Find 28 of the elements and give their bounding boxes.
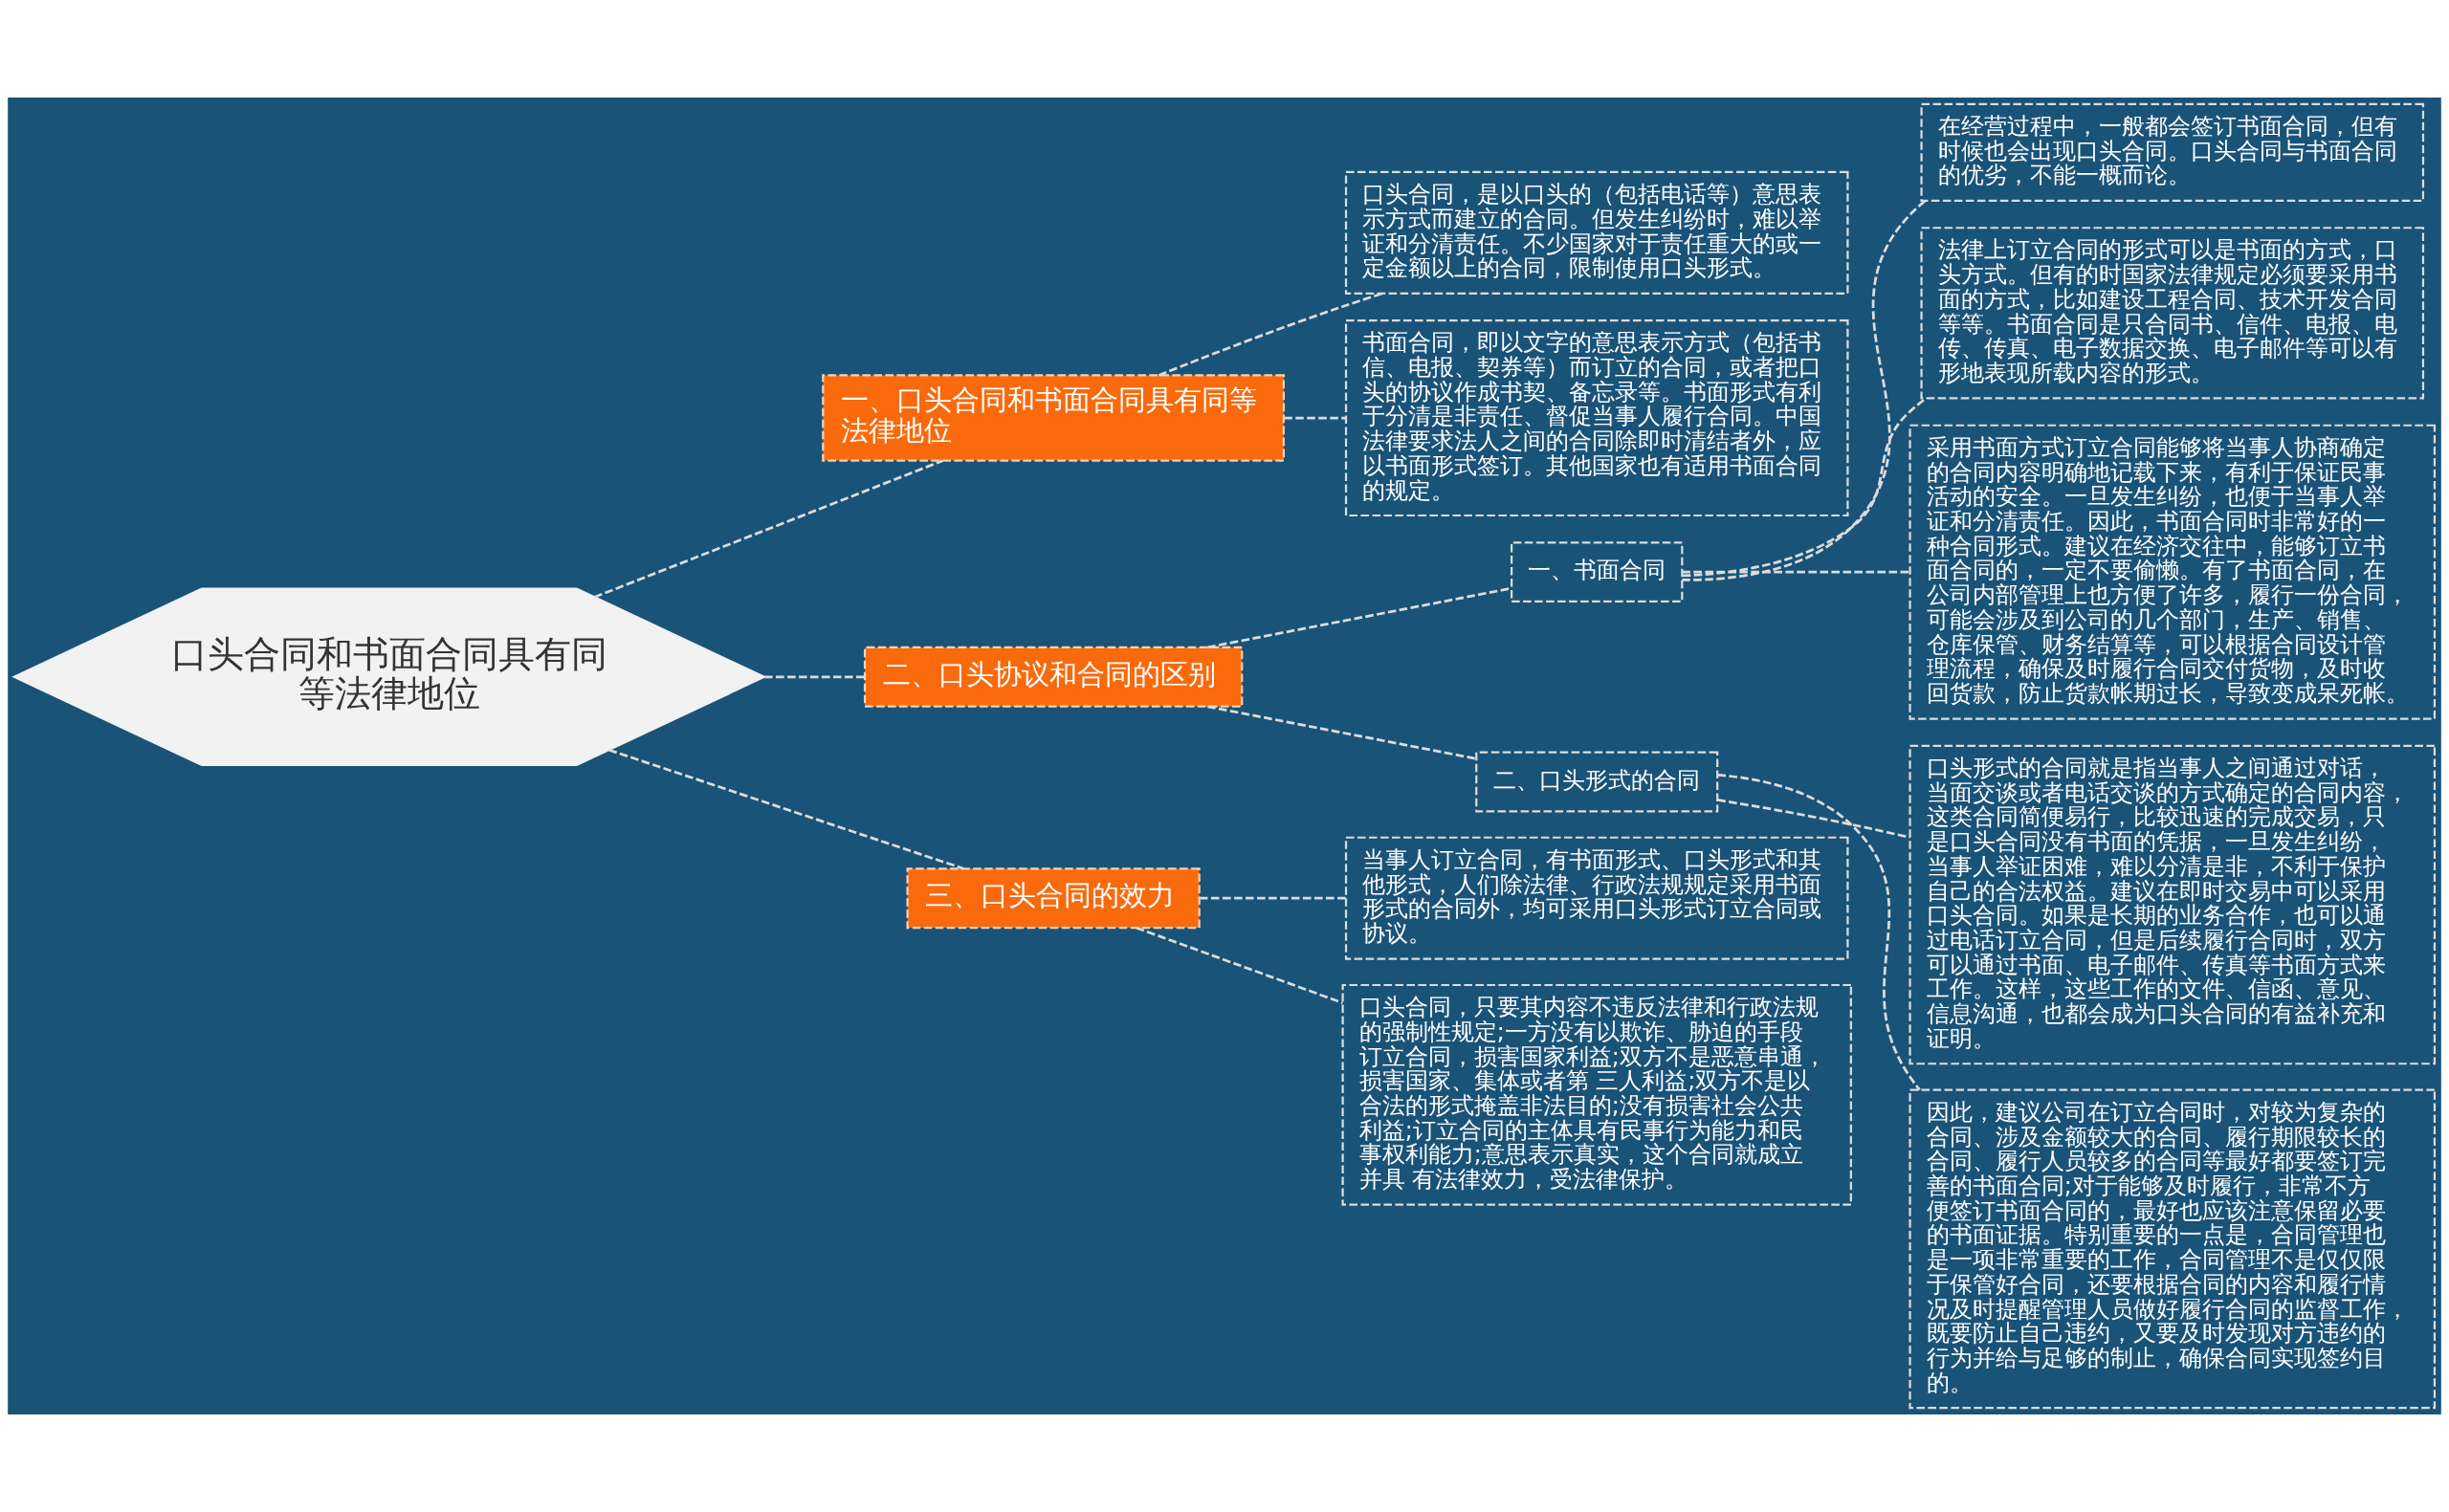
connector (1717, 799, 1910, 839)
connector (1682, 570, 1910, 574)
node-box: 三、口头合同的效力 (906, 867, 1201, 930)
connector (1200, 896, 1346, 900)
connector (593, 459, 944, 599)
node-box: 口头形式的合同就是指当事人之间通过对话，当面交谈或者电话交谈的方式确定的合同内容，这类合同简便易行，比较迅速的完成交易，只是口头合同没有书面的凭据，一旦发生纠纷，当事人举证困难，难以分清是非，不利于保护自己的合法权益。建议在即时交易中可以采用口头合同。如果是长期的业务合作，也可以通过电话订立合同，但是后续履行合同时，双方可以通过书面、电子邮件、传真等书面方式来工作。这样，这些工作的文件、信函、意见、信息沟通，也都会成为口头合同的有益补充和证明。 (1908, 744, 2437, 1065)
connector (763, 675, 865, 679)
node-box: 一、口头合同和书面合同具有同等法律地位 (822, 374, 1285, 462)
node-box: 口头合同，只要其内容不违反法律和行政法规的强制性规定;一方没有以欺诈、胁迫的手段订立合同，损害国家利益;双方不是恶意串通，损害国家、集体或者第 三人利益;双方不是以合法的形式掩盖非法目的;没有损害社会公共利益;订立合同的主体具有民事行为能力和民事权利能力;意思表示真实，这个合同就成立并具 有法律效力，受法律保护。 (1341, 983, 1852, 1206)
node-box: 二、口头协议和合同的区别 (863, 646, 1244, 708)
node-box: 书面合同，即以文字的意思表示方式（包括书信、电报、契券等）而订立的合同，或者把口头的协议作成书契、备忘录等。书面形式有利于分清是非责任、督促当事人履行合同。中国法律要求法人之间的合同除即时清结者外，应以书面形式签订。其他国家也有适用书面合同的规定。 (1344, 318, 1849, 517)
node-box: 口头合同，是以口头的（包括电话等）意思表示方式而建立的合同。但发生纠纷时，难以举证和分清责任。不少国家对于责任重大的或一定金额以上的合同，限制使用口头形式。 (1344, 170, 1849, 295)
connector (1207, 705, 1477, 760)
connector (1717, 774, 1921, 1091)
node-box: 一、书面合同 (1511, 541, 1684, 603)
connector (1136, 926, 1343, 1004)
connector (608, 748, 964, 870)
node-box: 因此，建议公司在订立合同时，对较为复杂的合同、涉及金额较大的合同、履行期限较长的合同、履行人员较多的合同等最好都要签订完善的书面合同;对于能够及时履行，非常不方便签订书面合同的，最好也应该注意保留必要的书面证据。特别重要的一点是，合同管理也是一项非常重要的工作，合同管理不是仅仅限于保管好合同，还要根据合同的内容和履行情况及时提醒管理人员做好履行合同的监督工作，既要防止自己违约，又要及时发现对方违约的行为并给与足够的制止，确保合同实现签约目的。 (1908, 1088, 2437, 1410)
connector (1682, 397, 1927, 578)
connector (1682, 200, 1926, 581)
node-box: 二、口头形式的合同 (1475, 751, 1719, 813)
node-box: 当事人订立合同，有书面形式、口头形式和其他形式，人们除法律、行政法规规定采用书面形式的合同外，均可采用口头形式订立合同或协议。 (1344, 836, 1849, 960)
node-box: 在经营过程中，一般都会签订书面合同，但有时候也会出现口头合同。口头合同与书面合同的优劣，不能一概而论。 (1920, 102, 2425, 203)
connector (1158, 292, 1383, 377)
connector (1284, 416, 1346, 420)
node-box: 法律上订立合同的形式可以是书面的方式，口头方式。但有的时国家法律规定必须要采用书面的方式，比如建设工程合同、技术开发合同等等。书面合同是只合同书、信件、电报、电传、传真、电子数据交换、电子邮件等可以有形地表现所载内容的形式。 (1920, 227, 2425, 400)
connector (1207, 586, 1511, 649)
node-box: 采用书面方式订立合同能够将当事人协商确定的合同内容明确地记载下来，有利于保证民事活动的安全。一旦发生纠纷，也便于当事人举证和分清责任。因此，书面合同时非常好的一种合同形式。建议在经济交往中，能够订立书面合同的，一定不要偷懒。有了书面合同，在公司内部管理上也方便了许多，履行一份合同，可能会涉及到公司的几个部门，生产、销售、仓库保管、财务结算等，可以根据合同设计管理流程，确保及时履行合同交付货物，及时收回货款，防止货款帐期过长，导致变成呆死帐。 (1908, 424, 2437, 720)
